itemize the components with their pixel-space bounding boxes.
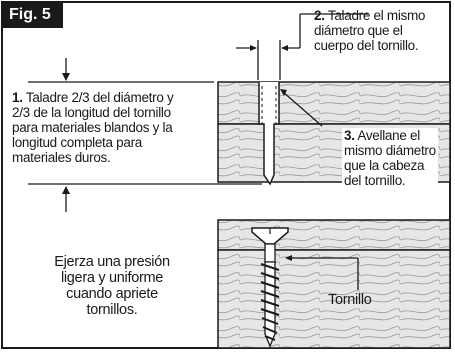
pressure-note-line-3: cuando apriete [66,286,158,302]
step-3-line-1: Avellane el [357,128,420,143]
shank-diameter-markers [236,13,368,80]
step-3-line-4: del tornillo. [344,173,406,188]
step-1-line-4: longitud completa para [12,135,142,150]
lower-top-board [217,219,451,251]
screw-label: Tornillo [328,292,372,308]
step-1-callout: 1. Taladre 2/3 del diámetro y 2/3 de la … [12,90,174,165]
step-1-line-2: 2/3 de la longitud del tornillo [12,105,171,120]
step-1-line-1: Taladre 2/3 del diámetro y [25,90,174,105]
step-2-line-2: diámetro que el [314,23,403,38]
pilot-hole-outline [258,82,280,186]
screw-leader [285,255,359,290]
step-3-line-3: que la cabeza [344,158,425,173]
step-2-line-1: Taladre el mismo [327,8,426,23]
lower-wood-block [217,219,451,349]
step-3-callout: 3. Avellane el mismo diámetro que la cab… [342,128,438,188]
step-2-number: 2. [314,8,325,23]
step-1-line-5: materiales duros. [12,150,111,165]
step-2-line-3: cuerpo del tornillo. [314,38,419,53]
depth-markers [28,58,262,212]
pressure-note-line-2: ligera y uniforme [60,270,164,286]
step-1-line-3: para materiales blandos y la [12,120,173,135]
upper-top-board [217,81,451,125]
lower-bottom-board [217,249,451,349]
screw-illustration [251,227,289,348]
step-1-number: 1. [12,90,23,105]
pressure-note-line-1: Ejerza una presión [54,254,170,270]
screw-threads [260,263,280,341]
step-3-number: 3. [344,128,355,143]
pressure-note: Ejerza una presión ligera y uniforme cua… [28,254,196,318]
step-3-line-2: mismo diámetro [344,143,436,158]
figure-label: Fig. 5 [1,1,63,28]
screw-shank [264,243,276,263]
countersink-leader [280,89,323,127]
step-2-callout: 2. Taladre el mismo diámetro que el cuer… [314,8,425,53]
pressure-note-line-4: tornillos. [86,302,138,318]
